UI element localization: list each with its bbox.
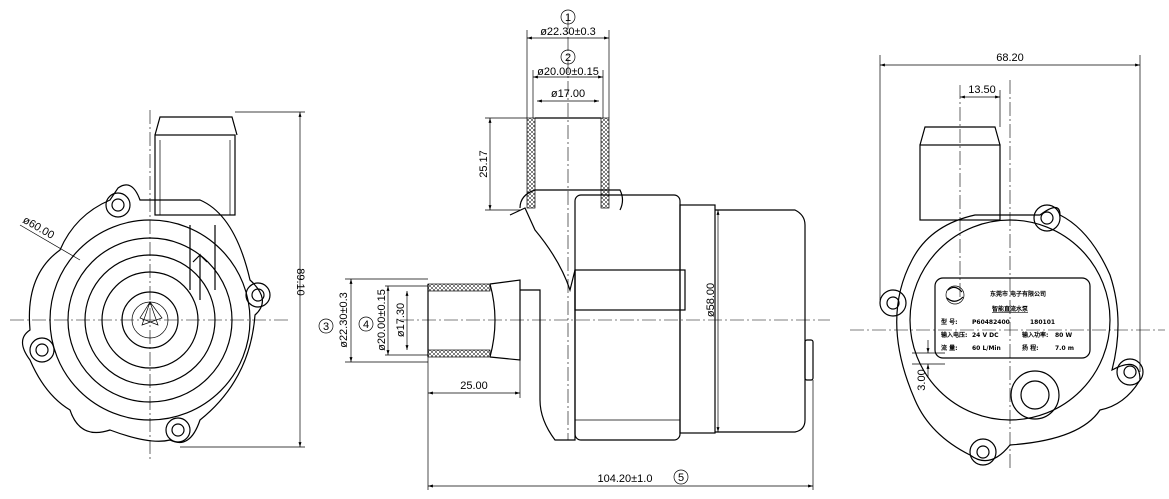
inlet-mid-dim: ø20.00±0.15 <box>376 289 388 351</box>
side-view: 1 ø22.30±0.3 2 ø20.00±0.15 ø17.00 25.17 … <box>318 9 830 490</box>
motor-diameter-dim: ø58.00 <box>705 283 717 317</box>
nameplate-company: 东莞市 电子有限公司 <box>990 290 1046 298</box>
nameplate-head-label: 扬 程: <box>1022 344 1039 352</box>
outlet-id-dim: ø17.00 <box>551 88 585 100</box>
small-offset-dim: 3.00 <box>916 369 928 390</box>
outlet-mid-dim: ø20.00±0.15 <box>537 66 599 78</box>
nameplate-date: 180101 <box>1030 319 1055 326</box>
marker-5: 5 <box>678 472 684 484</box>
nameplate-head: 7.0 m <box>1055 345 1074 352</box>
front-view: 89.10 ø60.00 <box>10 110 306 460</box>
pipe-offset-dim: 13.50 <box>968 84 996 96</box>
nameplate-product: 智能直流水泵 <box>992 305 1029 313</box>
nameplate-model: P60482400 <box>972 319 1010 326</box>
nameplate-power-label: 输入功率: <box>1022 331 1048 339</box>
nameplate: 东莞市 电子有限公司 智能直流水泵 型 号: P60482400 180101 … <box>934 277 1091 359</box>
company-logo-icon <box>946 286 964 302</box>
rear-view: 东莞市 电子有限公司 智能直流水泵 型 号: P60482400 180101 … <box>850 52 1165 470</box>
marker-1: 1 <box>565 12 571 24</box>
nameplate-power: 80 W <box>1055 332 1072 339</box>
nameplate-voltage-label: 输入电压: <box>941 331 967 339</box>
nameplate-flow-label: 流 量: <box>941 344 958 352</box>
total-length-dim: 104.20±1.0 <box>598 473 653 485</box>
nameplate-model-label: 型 号: <box>941 318 958 326</box>
front-diameter-dim: ø60.00 <box>21 214 57 242</box>
outlet-od-dim: ø22.30±0.3 <box>540 26 596 38</box>
inlet-od-dim: ø22.30±0.3 <box>338 292 350 348</box>
outlet-height-dim: 25.17 <box>478 150 490 178</box>
nameplate-flow: 60 L/Min <box>972 345 1001 352</box>
nameplate-voltage: 24 V DC <box>972 332 999 339</box>
marker-3: 3 <box>323 321 329 333</box>
inlet-id-dim: ø17.30 <box>395 303 407 337</box>
rear-width-dim: 68.20 <box>996 52 1024 64</box>
front-height-dim: 89.10 <box>294 268 306 296</box>
marker-4: 4 <box>363 319 369 331</box>
marker-2: 2 <box>565 52 571 64</box>
inlet-length-dim: 25.00 <box>460 380 488 392</box>
